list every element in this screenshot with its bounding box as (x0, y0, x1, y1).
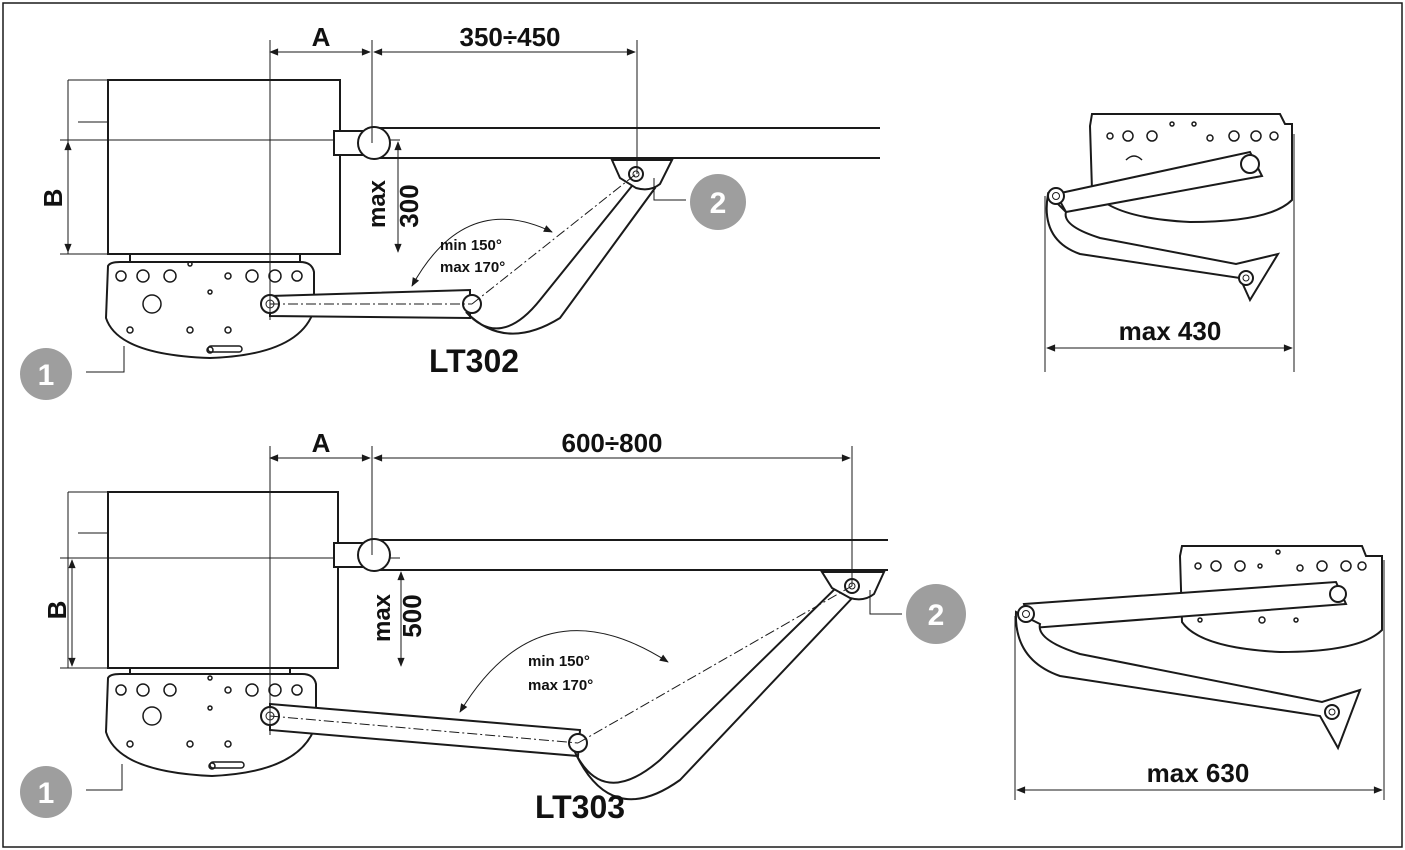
bottom-motor-unit (104, 667, 317, 778)
bottom-dim-b: B (42, 601, 72, 620)
top-motor-unit (104, 253, 315, 360)
bottom-model-label: LT303 (535, 789, 625, 825)
top-diagram: A 350÷450 B max 300 min 150° max 170° LT… (20, 22, 880, 400)
top-dim-max-label: max (364, 179, 391, 228)
bottom-gate-leaf (333, 538, 888, 572)
bottom-callout-2: 2 (869, 584, 966, 644)
bottom-dim-span: 600÷800 (561, 428, 662, 458)
top-dim-max-value: 300 (394, 184, 424, 227)
bottom-angle-min: min 150° (528, 653, 590, 670)
top-model-label: LT302 (429, 343, 519, 379)
top-side-dim: max 430 (1119, 316, 1222, 346)
bottom-side-view: max 630 (1014, 545, 1385, 800)
bottom-dim-a: A (312, 428, 331, 458)
bottom-arm (260, 571, 886, 801)
bottom-pillar (60, 491, 400, 669)
top-gate-leaf (333, 126, 880, 160)
bottom-callout-1: 1 (20, 764, 123, 818)
top-dimensions (64, 40, 638, 320)
bottom-side-dim: max 630 (1147, 758, 1250, 788)
svg-text:1: 1 (38, 777, 55, 810)
bottom-diagram: A 600÷800 B max 500 min 150° max 170° LT… (20, 428, 966, 825)
top-pillar (60, 79, 400, 255)
bottom-dim-max-label: max (369, 593, 396, 642)
top-angle-max: max 170° (440, 259, 505, 276)
top-dim-b: B (38, 189, 68, 208)
bottom-angle-max: max 170° (528, 677, 593, 694)
top-dim-span: 350÷450 (459, 22, 560, 52)
top-callout-1: 1 (20, 346, 125, 400)
top-callout-2: 2 (653, 174, 746, 230)
top-side-view: max 430 (1044, 113, 1295, 372)
top-angle-min: min 150° (440, 237, 502, 254)
svg-text:2: 2 (928, 599, 945, 632)
svg-text:1: 1 (38, 359, 55, 392)
svg-text:2: 2 (710, 187, 727, 220)
bottom-dim-max-value: 500 (397, 594, 427, 637)
bottom-dimensions (68, 446, 853, 735)
top-dim-a: A (312, 22, 331, 52)
